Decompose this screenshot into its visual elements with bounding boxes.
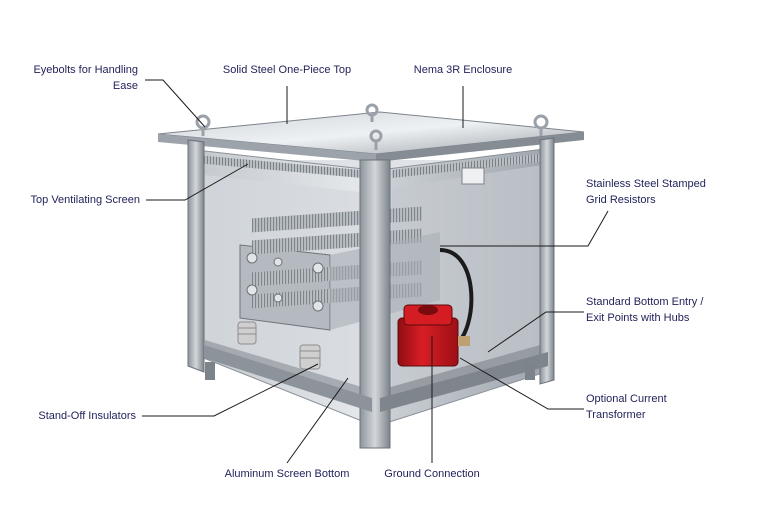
- label-top-vent: Top Ventilating Screen: [30, 194, 140, 206]
- leader-lines: [142, 79, 609, 464]
- label-standoff: Stand-Off Insulators: [38, 410, 136, 422]
- label-bottom-entry: Standard Bottom Entry / Exit Points with…: [586, 296, 704, 324]
- label-eyebolts-line2: Ease: [112, 80, 138, 92]
- nameplate: [461, 167, 485, 185]
- current-transformer: [397, 304, 470, 367]
- standoff-insulators: [237, 321, 321, 370]
- leader-standoff: [142, 363, 319, 417]
- top-ventilating-screen: [196, 153, 548, 178]
- label-ground: Ground Connection: [384, 468, 480, 480]
- eyebolt-icons: [195, 103, 549, 150]
- label-nema: Nema 3R Enclosure: [413, 64, 513, 76]
- leader-bottom-entry: [487, 311, 584, 353]
- leader-current-transformer: [459, 357, 584, 410]
- leader-eyebolts: [145, 79, 206, 128]
- leader-aluminum-bottom: [286, 377, 349, 464]
- label-eyebolts: Eyebolts for Handling Ease: [16, 62, 138, 94]
- label-current-transformer: Optional Current Transformer: [586, 393, 667, 421]
- label-aluminum-bottom: Aluminum Screen Bottom: [224, 468, 350, 480]
- label-eyebolts-line1: Eyebolts for Handling: [33, 64, 138, 76]
- label-grid-resistors: Stainless Steel Stamped Grid Resistors: [586, 178, 706, 206]
- leader-grid-resistors: [440, 210, 609, 247]
- leader-top-vent: [146, 163, 249, 201]
- label-solid-top: Solid Steel One-Piece Top: [222, 64, 352, 76]
